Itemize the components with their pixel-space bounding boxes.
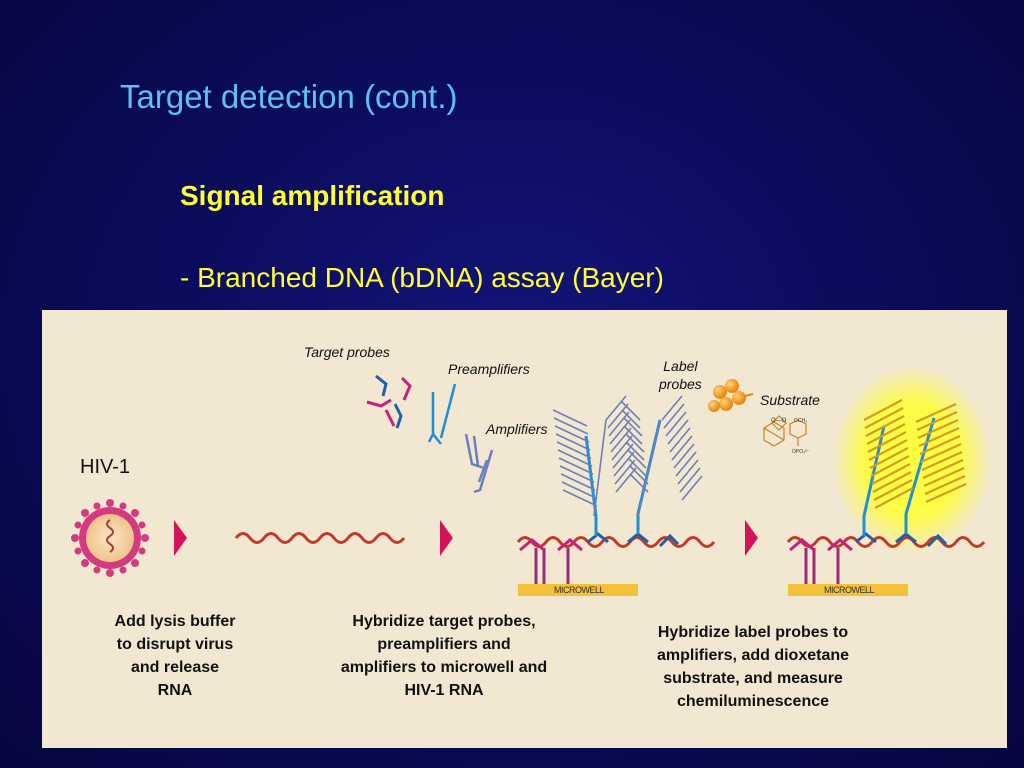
svg-text:OCH₃: OCH₃ (794, 418, 807, 424)
step-2-text: Hybridize target probes, preamplifiers a… (340, 613, 548, 699)
slide-title: Target detection (cont.) (120, 78, 458, 115)
preamplifiers-label: Preamplifiers (448, 361, 530, 377)
preamplifiers-icon (427, 383, 457, 445)
label-probes-label: Label probes (659, 358, 702, 392)
step-3-text: Hybridize label probes to amplifiers, ad… (656, 624, 850, 710)
microwell-bar-2 (788, 584, 908, 596)
hiv-rna-strand (234, 532, 406, 544)
dioxetane-substrate-icon: O—O OCH₃ OPO₃²⁻ (763, 415, 810, 455)
target-probes-label: Target probes (304, 344, 390, 360)
step-arrow-2 (440, 520, 453, 556)
step-arrow-3 (745, 520, 758, 556)
bdna-diagram-panel: O—O OCH₃ OPO₃²⁻ (42, 310, 1007, 748)
labeled-comb-2 (915, 402, 967, 504)
svg-text:OPO₃²⁻: OPO₃²⁻ (792, 449, 810, 455)
slide-bullet: - Branched DNA (bDNA) assay (Bayer) (180, 262, 664, 293)
step3-assembly (786, 365, 992, 596)
chemiluminescence-glow (832, 365, 992, 555)
hiv-1-label: HIV-1 (80, 456, 131, 478)
labeled-comb-1 (863, 399, 914, 509)
amplifiers-label: Amplifiers (486, 421, 548, 437)
target-probes-icon (366, 374, 412, 429)
step-arrow-1 (174, 520, 187, 556)
hiv-virus-icon (71, 499, 149, 577)
svg-text:O—O: O—O (771, 418, 787, 424)
amplifiers-icon (464, 433, 494, 494)
microwell-label-1: MICROWELL (554, 585, 605, 595)
step-1-text: Add lysis buffer to disrupt virus and re… (114, 613, 236, 699)
microwell-label-2: MICROWELL (824, 585, 875, 595)
label-probes-icon (708, 379, 754, 412)
amplifier-comb-1 (552, 395, 637, 517)
step2-assembly (516, 395, 716, 596)
amplifier-comb-2 (621, 395, 703, 517)
microwell-bar-1 (518, 584, 638, 596)
bdna-diagram-graphic: O—O OCH₃ OPO₃²⁻ (71, 365, 992, 596)
slide-subtitle: Signal amplification (180, 180, 445, 211)
substrate-label: Substrate (760, 392, 820, 408)
